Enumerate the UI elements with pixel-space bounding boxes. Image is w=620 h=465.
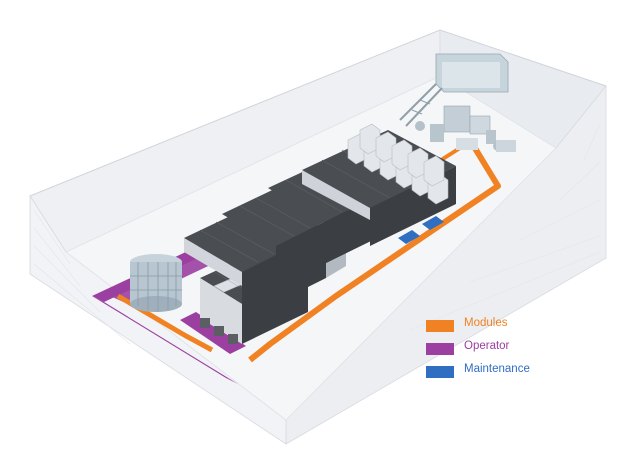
modules-swatch (426, 320, 454, 332)
front-left-wall (29, 194, 287, 445)
legend-label-operator: Operator (464, 340, 510, 352)
legend-item-maintenance: Maintenance (426, 362, 566, 384)
robot-cell (415, 105, 516, 152)
maintenance-swatch (426, 366, 454, 378)
module-path (248, 138, 501, 363)
maintenance-zone-2 (422, 216, 444, 230)
operator-swatch (426, 343, 454, 355)
module-boxes-back (347, 123, 449, 205)
floor-edge (65, 75, 557, 421)
wall-panel-lines (33, 123, 601, 345)
circular-storage-unit (130, 254, 182, 312)
maintenance-zone-1 (398, 230, 420, 244)
legend: Modules Operator Maintenance (426, 316, 566, 385)
overhead-crane (399, 53, 509, 127)
legend-item-operator: Operator (426, 339, 566, 361)
legend-item-modules: Modules (426, 316, 566, 338)
operator-zone-left-edge (92, 296, 238, 384)
equipment-rows (184, 123, 456, 344)
legend-label-modules: Modules (464, 317, 508, 329)
wall-rim (29, 29, 607, 197)
legend-label-maintenance: Maintenance (464, 363, 530, 375)
